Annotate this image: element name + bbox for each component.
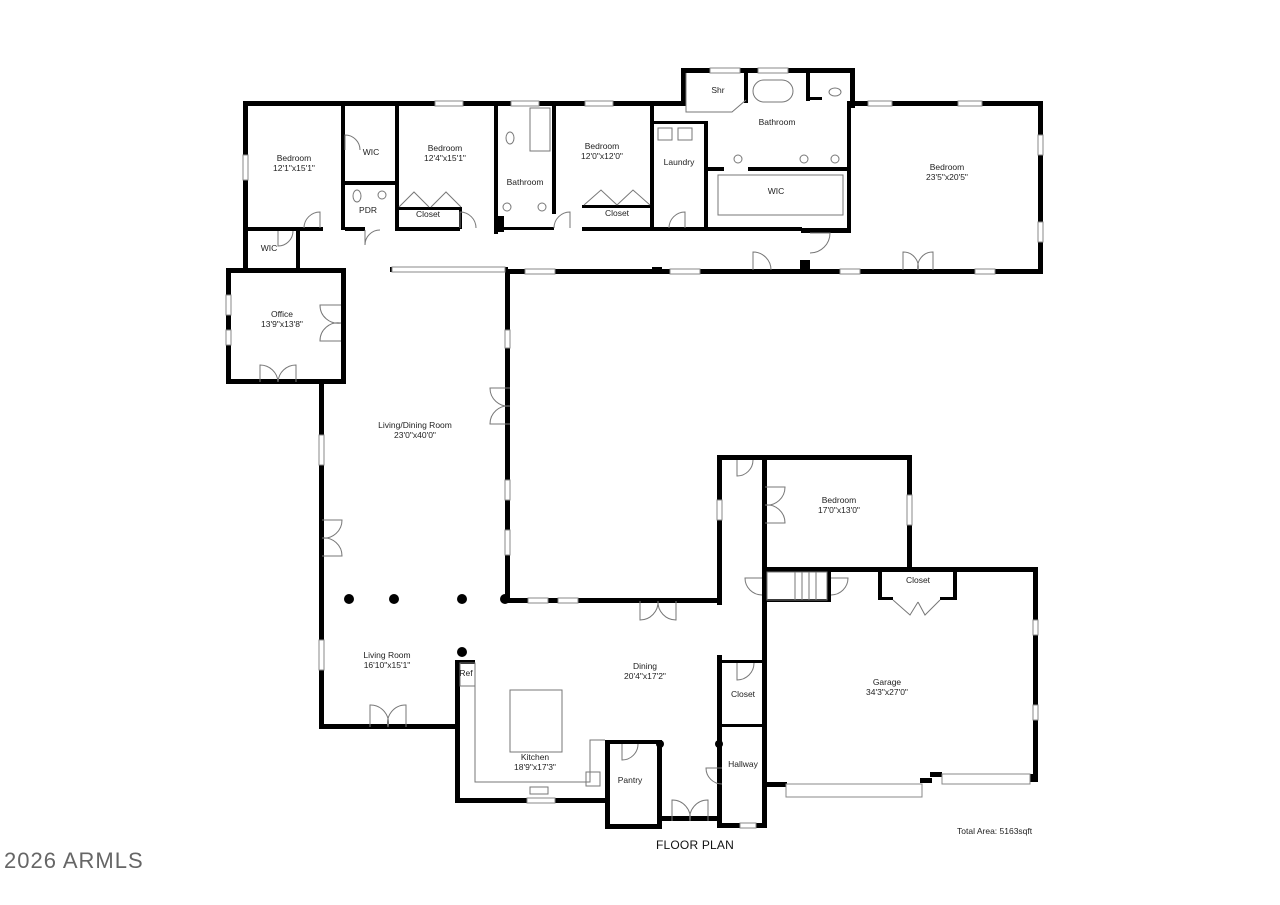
room-dimensions: 23'0"x40'0" — [394, 430, 436, 440]
room-name: Closet — [604, 208, 630, 218]
room-label-hallway: Hallway — [728, 759, 758, 769]
plan-title: FLOOR PLAN — [655, 838, 735, 852]
room-name: Bedroom — [821, 495, 857, 505]
room-name: Shr — [711, 85, 725, 95]
room-dimensions: 17'0"x13'0" — [818, 505, 860, 515]
room-name: Bathroom — [506, 177, 544, 187]
room-dimensions: 20'4"x17'2" — [624, 671, 666, 681]
room-name: Bedroom — [427, 143, 463, 153]
room-name: Closet — [905, 575, 931, 585]
room-label-shr: Shr — [711, 85, 724, 95]
room-label-closet: Closet — [416, 209, 440, 219]
room-dimensions: 16'10"x15'1" — [363, 660, 411, 670]
columns — [344, 594, 723, 748]
room-label-bathroom: Bathroom — [759, 117, 796, 127]
doors — [259, 134, 941, 822]
room-dimensions: 18'9"x17'3" — [514, 762, 556, 772]
room-name: Dining — [632, 661, 658, 671]
room-name: Living Room — [363, 650, 411, 660]
room-name: Kitchen — [520, 752, 550, 762]
room-dimensions: 12'1"x15'1" — [273, 163, 315, 173]
room-name: PDR — [359, 205, 377, 215]
room-name: Bathroom — [758, 117, 796, 127]
room-label-laundry: Laundry — [664, 157, 695, 167]
room-name: WIC — [767, 186, 785, 196]
room-dimensions: 13'9"x13'8" — [261, 319, 303, 329]
room-name: Pantry — [617, 775, 643, 785]
copyright-watermark: 2026 ARMLS — [4, 848, 144, 873]
room-label-closet: Closet — [731, 689, 755, 699]
total-area: Total Area: 5163sqft — [957, 826, 1033, 836]
room-name: Closet — [730, 689, 756, 699]
room-name: Office — [270, 309, 294, 319]
room-name: Garage — [872, 677, 902, 687]
room-name: Laundry — [663, 157, 695, 167]
room-label-wic: WIC — [768, 186, 785, 196]
windows — [225, 67, 1044, 829]
room-label-closet: Closet — [605, 208, 629, 218]
fixtures — [352, 73, 844, 795]
room-label-pantry: Pantry — [618, 775, 643, 785]
room-name: Bedroom — [276, 153, 312, 163]
room-dimensions: 12'4"x15'1" — [424, 153, 466, 163]
room-label-wic: WIC — [261, 243, 278, 253]
room-label-bathroom: Bathroom — [507, 177, 544, 187]
room-name: WIC — [260, 243, 278, 253]
room-dimensions: 12'0"x12'0" — [581, 151, 623, 161]
room-label-closet: Closet — [906, 575, 930, 585]
room-dimensions: 34'3"x27'0" — [866, 687, 908, 697]
room-label-wic: WIC — [363, 147, 380, 157]
room-name: Hallway — [728, 759, 758, 769]
room-name: Living/Dining Room — [378, 420, 452, 430]
room-name: WIC — [362, 147, 380, 157]
room-name: Bedroom — [929, 162, 965, 172]
room-name: Ref — [459, 668, 473, 678]
room-name: Closet — [415, 209, 441, 219]
interior-walls — [243, 73, 957, 744]
room-name: Bedroom — [584, 141, 620, 151]
room-label-pdr: PDR — [359, 205, 377, 215]
room-dimensions: 23'5"x20'5" — [926, 172, 968, 182]
room-label-ref: Ref — [459, 668, 472, 678]
